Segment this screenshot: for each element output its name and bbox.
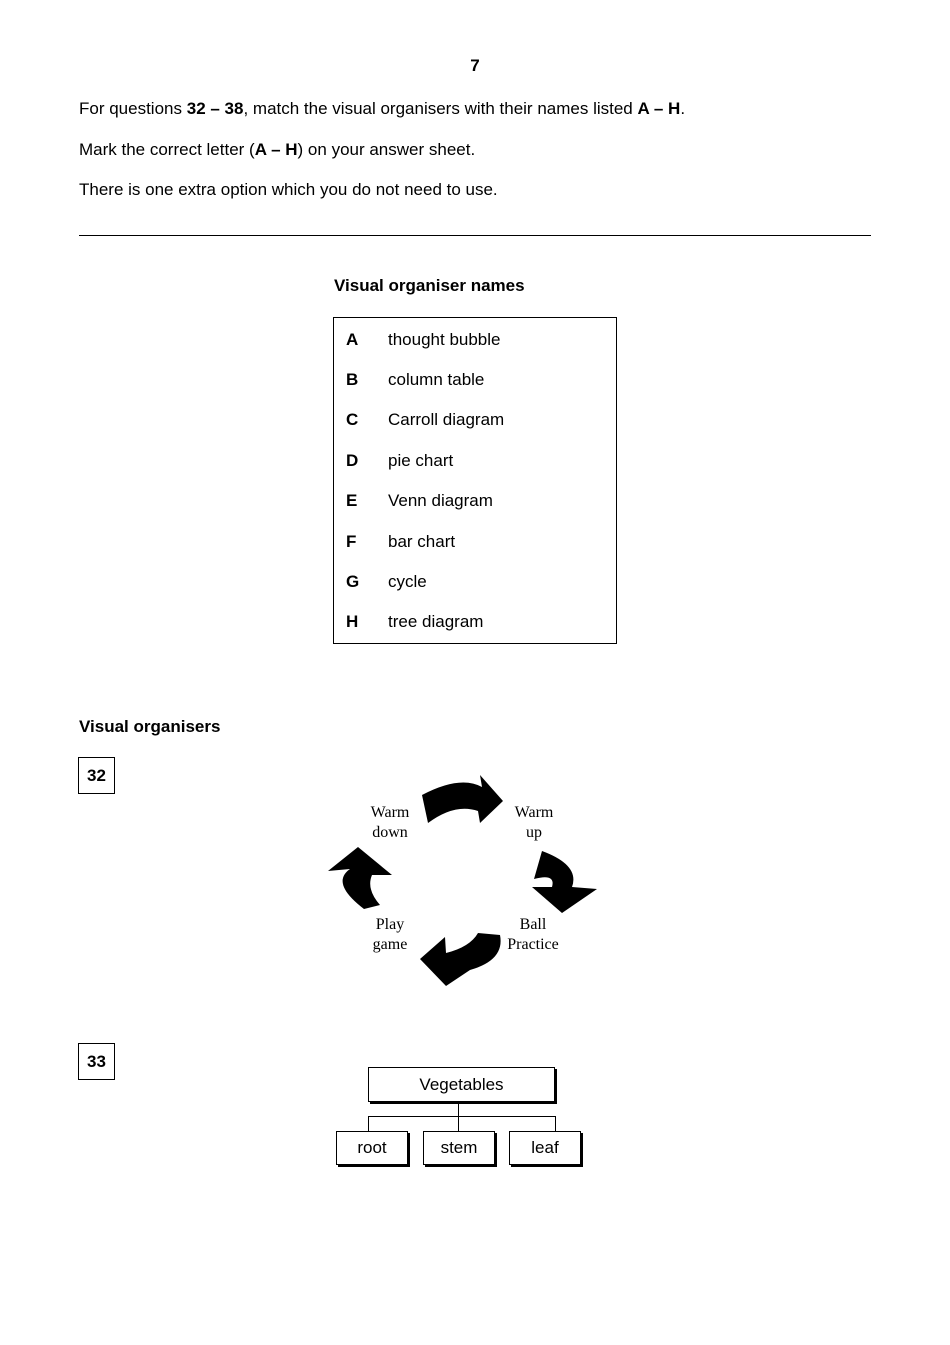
letter-range: A – H — [254, 140, 298, 159]
instruction-text: . — [680, 99, 686, 118]
names-list-box: A thought bubble B column table C Carrol… — [333, 317, 617, 644]
cycle-label-ball-practice-2: Practice — [507, 936, 559, 953]
option-text: column table — [388, 370, 485, 389]
organisers-heading: Visual organisers — [79, 717, 221, 736]
divider — [79, 235, 871, 236]
tree-child-node: stem — [423, 1131, 495, 1165]
cycle-arrow-left-icon — [328, 847, 392, 909]
tree-root-node: Vegetables — [368, 1067, 555, 1102]
option-h: H tree diagram — [334, 612, 616, 636]
instruction-line-3: There is one extra option which you do n… — [79, 180, 498, 199]
cycle-label-play-game-1: Play — [376, 916, 404, 933]
letter-range: A – H — [637, 99, 681, 118]
tree-connector — [368, 1116, 369, 1132]
option-letter: B — [346, 370, 359, 389]
option-c: C Carroll diagram — [334, 410, 616, 434]
option-text: bar chart — [388, 532, 456, 551]
cycle-label-warm-down-1: Warm — [371, 804, 410, 821]
cycle-diagram: Warm up Ball Practice Play game Warm dow… — [328, 775, 597, 986]
tree-connector — [368, 1116, 556, 1117]
tree-connector — [555, 1116, 556, 1132]
option-d: D pie chart — [334, 451, 616, 475]
instruction-text: Mark the correct letter ( — [79, 140, 255, 159]
tree-child-node: leaf — [509, 1131, 581, 1165]
option-e: E Venn diagram — [334, 491, 616, 515]
option-text: thought bubble — [388, 330, 501, 349]
instruction-line-2: Mark the correct letter (A – H) on your … — [79, 140, 475, 160]
cycle-arrow-top-icon — [422, 775, 503, 823]
cycle-label-warm-up-1: Warm — [515, 804, 554, 821]
option-text: tree diagram — [388, 612, 484, 631]
cycle-label-ball-practice-1: Ball — [520, 916, 547, 933]
cycle-label-warm-up-2: up — [526, 824, 542, 841]
instruction-text: ) on your answer sheet. — [297, 140, 476, 159]
option-f: F bar chart — [334, 532, 616, 556]
names-heading: Visual organiser names — [334, 276, 525, 295]
page-number: 7 — [470, 56, 480, 75]
option-letter: G — [346, 572, 360, 591]
option-text: Carroll diagram — [388, 410, 505, 429]
option-text: Venn diagram — [388, 491, 493, 510]
option-letter: E — [346, 491, 358, 510]
question-number-33: 33 — [78, 1043, 115, 1080]
instruction-text: , match the visual organisers with their… — [243, 99, 638, 118]
cycle-arrow-bottom-icon — [420, 933, 501, 986]
option-letter: D — [346, 451, 359, 470]
option-a: A thought bubble — [334, 330, 616, 354]
option-text: pie chart — [388, 451, 454, 470]
option-letter: H — [346, 612, 359, 631]
cycle-arrow-right-icon — [532, 851, 597, 913]
option-letter: A — [346, 330, 359, 349]
tree-connector — [458, 1102, 459, 1132]
question-range: 32 – 38 — [186, 99, 244, 118]
option-b: B column table — [334, 370, 616, 394]
instruction-text: For questions — [79, 99, 187, 118]
option-letter: C — [346, 410, 359, 429]
cycle-label-play-game-2: game — [373, 936, 408, 953]
cycle-label-warm-down-2: down — [372, 824, 408, 841]
option-text: cycle — [388, 572, 427, 591]
option-g: G cycle — [334, 572, 616, 596]
instruction-line-1: For questions 32 – 38, match the visual … — [79, 99, 685, 119]
option-letter: F — [346, 532, 357, 551]
question-number-32: 32 — [78, 757, 115, 794]
tree-child-node: root — [336, 1131, 408, 1165]
